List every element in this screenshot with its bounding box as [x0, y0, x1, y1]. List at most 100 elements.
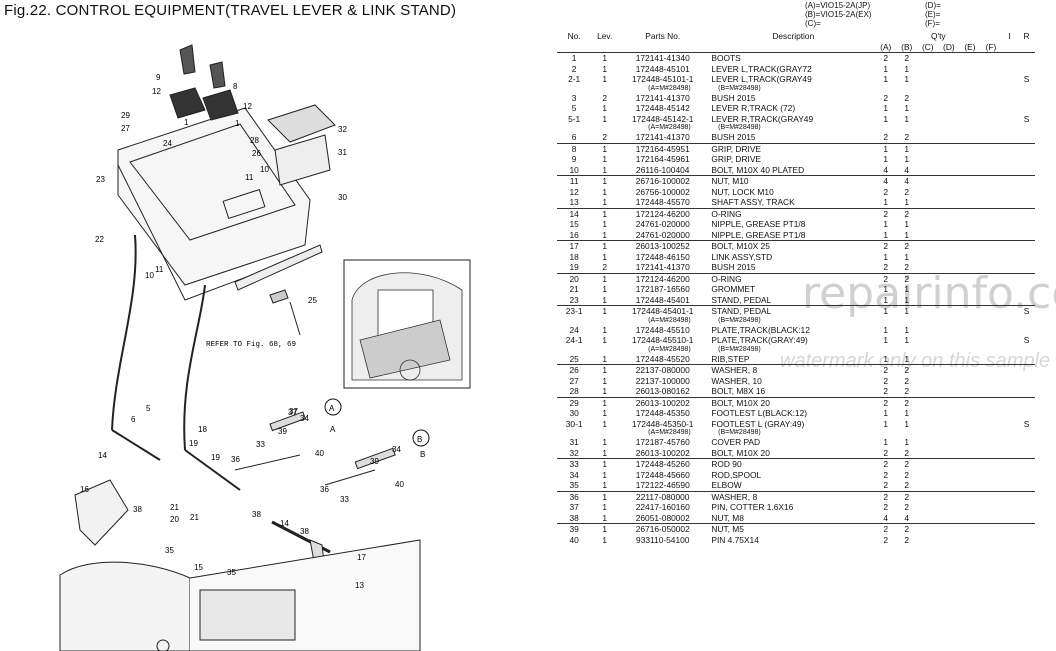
cell-no: 36	[557, 490, 592, 502]
callout-number: 34	[392, 445, 401, 454]
cell-qty-a: 2	[883, 469, 889, 480]
cell-no: 16	[569, 229, 579, 240]
cell-r	[1018, 219, 1035, 230]
cell-description: BOLT, M10X 40 PLATED	[711, 164, 805, 175]
cell-parts-no: 172448-45350	[635, 408, 690, 418]
cell-r	[1018, 354, 1035, 365]
cell-parts-no: 172448-45660	[635, 469, 690, 480]
cell-qty-b: 2	[896, 364, 918, 376]
callout-number: 31	[338, 148, 347, 157]
cell-description: NUT, M8	[711, 512, 744, 523]
cell-lev: 1	[602, 408, 608, 418]
cell-qty-a: 2	[875, 458, 897, 470]
cell-description: NIPPLE, GREASE PT1/8	[711, 219, 806, 229]
callout-number: 11	[245, 173, 254, 182]
cell-r	[1017, 364, 1035, 376]
callout-number: 5	[146, 404, 151, 413]
callout-number: 14	[98, 451, 107, 460]
cell-qty-b: 1	[904, 294, 910, 305]
cell-no: 10	[569, 164, 579, 175]
cell-no: 40	[569, 534, 579, 545]
figure-title: Fig.22. CONTROL EQUIPMENT(TRAVEL LEVER &…	[4, 2, 457, 19]
cell-qty-b: 2	[904, 92, 910, 103]
cell-r	[1018, 480, 1035, 491]
header-description: Description	[772, 31, 815, 41]
cell-r	[1018, 513, 1035, 524]
cell-qty-a: 1	[883, 63, 889, 74]
cell-parts-no: 172124-46200	[618, 272, 708, 284]
callout-number: 15	[194, 563, 203, 572]
cell-no: 37	[569, 502, 579, 512]
circle-label-b: B	[417, 435, 422, 444]
callout-number: A	[330, 425, 336, 434]
cell-description: WASHER, 8	[707, 364, 876, 376]
callout-number: 25	[308, 296, 317, 305]
cell-qty-b: 1	[904, 324, 910, 335]
cell-no: 6	[571, 132, 577, 142]
callout-number: 17	[357, 553, 366, 562]
model-legend-right: (D)= (E)= (F)=	[925, 1, 941, 28]
cell-lev: 1	[602, 335, 608, 345]
cell-qty-b: 2	[896, 52, 918, 64]
cell-qty-b: 1	[904, 335, 910, 345]
header-lev: Lev.	[597, 31, 613, 41]
cell-parts-no: 22417-160160	[635, 502, 690, 512]
cell-description: SHAFT ASSY, TRACK	[711, 197, 795, 207]
cell-r	[1018, 386, 1035, 397]
cell-description: GRIP, DRIVE	[707, 142, 876, 154]
cell-parts-no: 172122-46590	[635, 480, 690, 490]
callout-number: 12	[152, 87, 161, 96]
circle-label-a: A	[329, 404, 335, 413]
serial-note-row: (A=M#28498)(B=M#28498)	[557, 429, 1035, 437]
callout-number: 19	[189, 439, 198, 448]
cell-no: 9	[571, 154, 577, 164]
cell-r	[1018, 64, 1035, 75]
cell-description: BOLT, M8X 16	[711, 386, 766, 396]
cell-qty-b: 2	[904, 386, 910, 396]
cell-no: 32	[569, 447, 579, 458]
cell-qty-a: 2	[875, 207, 897, 219]
cell-qty-b: 1	[904, 197, 910, 207]
cell-lev: 1	[591, 305, 619, 317]
exploded-parts-diagram: A B REFER TO Fig. 68, 69 912812292711322…	[59, 44, 471, 651]
serial-note-a: (A=M#28498)	[648, 124, 691, 131]
cell-parts-no: 26013-100202	[635, 447, 690, 458]
cell-lev: 1	[591, 272, 619, 284]
cell-parts-no: 172187-45760	[635, 437, 690, 447]
cell-qty-a: 2	[883, 132, 889, 142]
cell-description: ROD,SPOOL	[711, 469, 762, 480]
callout-number: 40	[395, 480, 404, 489]
cell-description: BOOTS	[707, 52, 876, 64]
cell-parts-no: 172448-45260	[618, 458, 708, 470]
cell-qty-b: 1	[904, 251, 910, 262]
cell-lev: 1	[591, 175, 619, 187]
cell-qty-b: 2	[904, 262, 910, 272]
cell-qty-a: 2	[875, 272, 897, 284]
cell-r	[1018, 230, 1035, 241]
cell-qty-a: 1	[883, 284, 889, 294]
table-subheader-row: (A) (B) (C) (D) (E) (F)	[557, 42, 1035, 53]
callout-number: 6	[131, 415, 136, 424]
serial-note: (A=M#28498)(B=M#28498)	[618, 85, 875, 93]
cell-r	[1018, 535, 1035, 546]
cell-no: 25	[569, 353, 579, 364]
cell-qty-a: 1	[883, 154, 889, 164]
cell-description: NIPPLE, GREASE PT1/8	[711, 229, 806, 240]
cell-parts-no: 26051-080002	[635, 512, 690, 523]
cell-qty-b: 2	[896, 396, 918, 408]
callout-number: 13	[355, 581, 364, 590]
cell-r	[1018, 187, 1035, 198]
cell-parts-no: 26013-100202	[618, 396, 708, 408]
callout-number: 37	[289, 407, 298, 416]
